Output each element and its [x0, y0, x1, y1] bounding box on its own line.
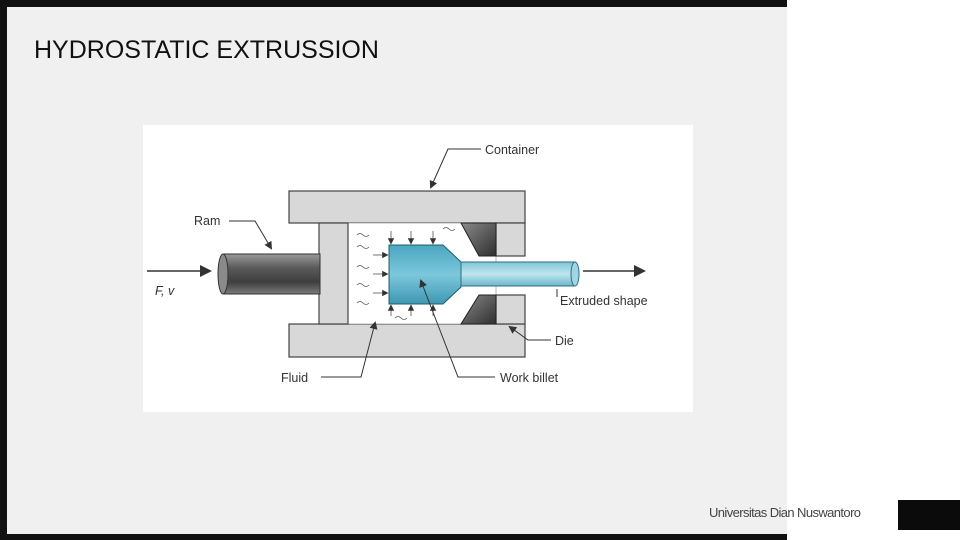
extrusion-diagram: Container Ram F, v Extruded shape Die Fl… — [143, 125, 693, 412]
die-leader — [508, 325, 551, 341]
slide-title: HYDROSTATIC EXTRUSSION — [34, 36, 379, 64]
label-container: Container — [485, 143, 539, 157]
footer-university: Universitas Dian Nuswantoro — [709, 505, 861, 520]
work-billet — [388, 244, 462, 305]
label-die: Die — [555, 334, 574, 348]
slide-number-box — [898, 500, 960, 530]
fluid-pressure-marks — [356, 227, 456, 320]
billet-leader — [419, 279, 495, 378]
label-ram: Ram — [194, 214, 220, 228]
ram-rod — [217, 253, 321, 295]
extruded-rod — [460, 261, 580, 287]
die-shape — [460, 222, 497, 325]
ram-head — [318, 222, 349, 325]
label-force: F, v — [155, 284, 175, 298]
label-extruded-shape: Extruded shape — [560, 294, 648, 308]
fluid-leader — [321, 321, 378, 378]
label-fluid: Fluid — [281, 371, 308, 385]
ram-leader — [229, 220, 273, 250]
container-leader — [429, 148, 481, 189]
container-shape — [288, 190, 526, 358]
label-work-billet: Work billet — [500, 371, 559, 385]
